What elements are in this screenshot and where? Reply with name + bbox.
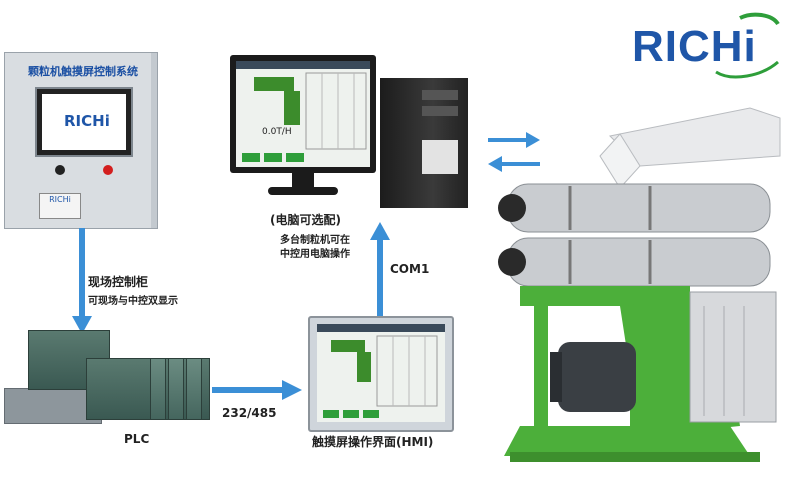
com-label: COM1 bbox=[390, 262, 429, 276]
arrow-hmi-to-computer bbox=[368, 220, 392, 316]
link-serial-label: 232/485 bbox=[222, 406, 276, 420]
hmi-label: 触摸屏操作界面(HMI) bbox=[312, 433, 433, 450]
cabinet-nameplate: RICHi bbox=[39, 193, 81, 219]
cabinet-touchscreen: RICHi bbox=[35, 87, 133, 157]
arrow-plc-to-hmi bbox=[212, 378, 304, 402]
hmi-process-graphic bbox=[317, 324, 445, 422]
richi-logo: RICHi bbox=[632, 10, 782, 80]
cabinet-black-button bbox=[55, 165, 65, 175]
cabinet-label: 现场控制柜 bbox=[88, 273, 148, 290]
control-cabinet: 颗粒机触摸屏控制系统 RICHi RICHi bbox=[4, 52, 158, 229]
hmi-panel bbox=[308, 316, 454, 432]
computer-process-graphic bbox=[236, 61, 370, 167]
pellet-mill-machine bbox=[490, 96, 790, 476]
cabinet-screen-logo: RICHi bbox=[64, 112, 110, 130]
computer-title: (电脑可选配) bbox=[270, 211, 341, 228]
cabinet-red-button bbox=[103, 165, 113, 175]
logo-text: RICHi bbox=[632, 22, 757, 72]
monitor-stand bbox=[268, 187, 338, 195]
plc-hardware bbox=[0, 326, 212, 426]
computer-sub-2: 中控用电脑操作 bbox=[280, 245, 350, 260]
cabinet-sublabel: 可现场与中控双显示 bbox=[88, 292, 178, 307]
hmi-screen bbox=[317, 324, 445, 422]
computer-tower bbox=[380, 78, 468, 208]
screen-readout: 0.0T/H bbox=[262, 127, 292, 137]
monitor-neck bbox=[292, 173, 314, 187]
computer-screen: 0.0T/H bbox=[236, 61, 370, 167]
computer-sub-1: 多台制粒机可在 bbox=[280, 231, 350, 246]
plc-label: PLC bbox=[124, 432, 149, 446]
cabinet-plate-logo: RICHi bbox=[49, 195, 71, 204]
cabinet-title: 颗粒机触摸屏控制系统 bbox=[13, 63, 153, 79]
computer-monitor: 0.0T/H bbox=[230, 55, 376, 173]
